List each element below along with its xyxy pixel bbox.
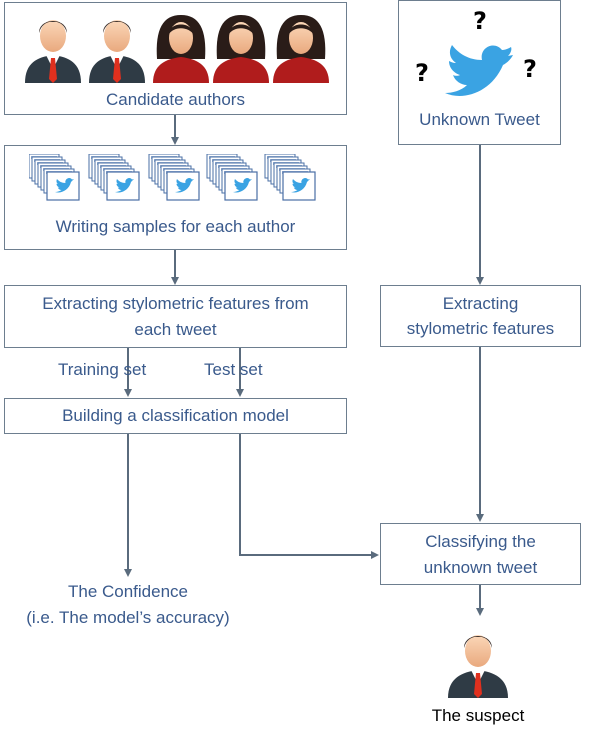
classify-box: Classifying the unknown tweet <box>380 523 581 585</box>
extract-features-right-box: Extracting stylometric features <box>380 285 581 347</box>
unknown-tweet-illustration: ? ? ? <box>415 7 537 96</box>
question-mark-icon: ? <box>415 59 429 87</box>
sample-stack-icon <box>29 154 79 200</box>
extract-left-line2: each tweet <box>134 320 217 339</box>
female-author-icon <box>273 15 329 83</box>
sample-stack-icon <box>149 154 199 200</box>
female-author-icon <box>213 15 269 83</box>
writing-samples-box: Writing samples for each author <box>4 145 347 250</box>
candidate-authors-label: Candidate authors <box>106 90 245 109</box>
sample-stack-icon <box>89 154 139 200</box>
build-model-box: Building a classification model <box>4 398 347 434</box>
writing-samples-label: Writing samples for each author <box>55 217 296 236</box>
classify-line2: unknown tweet <box>423 558 538 577</box>
confidence-line1: The Confidence <box>67 582 189 601</box>
test-set-label: Test set <box>204 360 263 379</box>
arrow-model-to-classify <box>239 434 379 559</box>
extract-left-line1: Extracting stylometric features from <box>42 294 309 313</box>
question-mark-icon: ? <box>523 55 537 83</box>
twitter-bird-icon <box>445 45 513 96</box>
male-author-icon <box>89 20 145 83</box>
male-author-icon <box>25 20 81 83</box>
female-author-icon <box>153 15 209 83</box>
extract-right-line1: Extracting <box>442 294 519 313</box>
training-set-label: Training set <box>58 360 147 379</box>
candidate-authors-box: Candidate authors <box>4 2 347 115</box>
extract-right-line2: stylometric features <box>406 319 555 338</box>
question-mark-icon: ? <box>473 7 487 35</box>
confidence-line2: (i.e. The model’s accuracy) <box>26 608 230 627</box>
sample-stack-icon <box>207 154 257 200</box>
unknown-tweet-box: ? ? ? Unknown Tweet <box>398 0 561 145</box>
suspect-icon <box>448 635 508 698</box>
writing-sample-stacks <box>29 154 319 206</box>
suspect-label: The suspect <box>431 706 525 725</box>
classify-line1: Classifying the <box>425 532 536 551</box>
extract-features-left-box: Extracting stylometric features from eac… <box>4 285 347 348</box>
sample-stack-icon <box>265 154 315 200</box>
authors-icon-group <box>25 15 329 83</box>
unknown-tweet-label: Unknown Tweet <box>419 110 540 129</box>
build-model-label: Building a classification model <box>62 406 289 425</box>
